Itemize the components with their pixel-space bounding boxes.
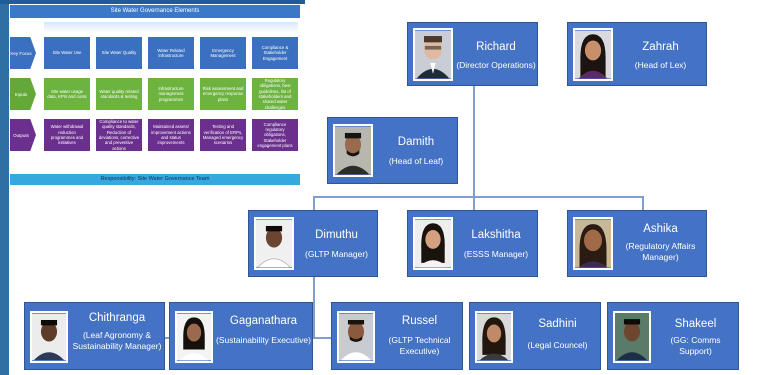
- chithranga-name: Chithranga: [88, 312, 146, 324]
- zahrah-role: (Head of Lex): [634, 60, 687, 70]
- row-label-inputs: Inputs: [10, 78, 36, 110]
- card-damith[interactable]: Damith (Head of Leaf): [327, 117, 458, 184]
- outputs-cell: Compliance to water quality standards, R…: [96, 119, 142, 151]
- connector-line: [642, 196, 644, 210]
- card-russel[interactable]: Russel (GLTP Technical Executive): [331, 302, 463, 370]
- card-gaganathara[interactable]: Gaganathara (Sustainability Executive): [169, 302, 313, 370]
- ashika-photo: [573, 217, 613, 270]
- richard-role: (Director Operations): [456, 60, 536, 70]
- damith-role: (Head of Leaf): [388, 156, 444, 166]
- sadhini-role: (Legal Councel): [527, 340, 588, 350]
- governance-title: Site Water Governance Elements: [10, 5, 300, 18]
- russel-name: Russel: [401, 315, 438, 327]
- card-ashika[interactable]: Ashika (Regulatory Affairs Manager): [567, 210, 707, 277]
- key-focus-cell: Compliance & Stakeholder Engagement: [252, 37, 298, 69]
- shakeel-name: Shakeel: [674, 318, 717, 330]
- dimuthu-photo: [254, 217, 294, 270]
- sadhini-photo: [475, 311, 513, 363]
- lakshitha-name: Lakshitha: [471, 229, 521, 241]
- inputs-cell: Risk assessment and emergency response p…: [200, 78, 246, 110]
- outputs-cell: Water withdrawal reduction programmes an…: [44, 119, 90, 151]
- top-accent-bar: [0, 0, 305, 4]
- shakeel-photo: [613, 311, 651, 363]
- key-focus-cell: Emergency Management: [200, 37, 246, 69]
- outputs-cell: Maintained assets/ improvement actions a…: [148, 119, 194, 151]
- card-dimuthu[interactable]: Dimuthu (GLTP Manager): [248, 210, 378, 277]
- inputs-cell: Regulatory obligations, best guidelines,…: [252, 78, 298, 110]
- chithranga-role: (Leaf Agronomy & Sustainability Manager): [72, 330, 162, 351]
- governance-footer: Responsibility: Site Water Governance Te…: [10, 174, 300, 185]
- governance-diagram: Site Water Governance Elements Key Focus…: [10, 5, 300, 185]
- damith-name: Damith: [397, 136, 435, 148]
- dimuthu-name: Dimuthu: [315, 229, 358, 241]
- dimuthu-role: (GLTP Manager): [305, 249, 368, 259]
- gaganathara-photo: [175, 311, 213, 363]
- russel-photo: [337, 311, 375, 363]
- connector-line: [313, 196, 644, 198]
- connector-line: [165, 337, 169, 339]
- ashika-name: Ashika: [643, 223, 678, 235]
- gaganathara-role: (Sustainability Executive): [216, 335, 311, 345]
- connector-line: [313, 196, 315, 210]
- richard-name: Richard: [476, 41, 516, 53]
- inputs-cell: Site water usage data, KPIs and costs: [44, 78, 90, 110]
- row-label-outputs: Outputs: [10, 119, 36, 151]
- connector-line: [313, 277, 315, 337]
- inputs-cell: Infrastructure management programmes: [148, 78, 194, 110]
- card-shakeel[interactable]: Shakeel (GG: Comms Support): [607, 302, 739, 370]
- chithranga-photo: [30, 311, 68, 363]
- row-label-key-focus: Key Focus: [10, 37, 36, 69]
- zahrah-photo: [573, 28, 613, 81]
- governance-header-band: [44, 22, 298, 33]
- card-zahrah[interactable]: Zahrah (Head of Lex): [567, 22, 707, 86]
- zahrah-name: Zahrah: [642, 41, 679, 53]
- card-chithranga[interactable]: Chithranga (Leaf Agronomy & Sustainabili…: [24, 302, 165, 370]
- richard-photo: [413, 28, 453, 81]
- card-richard[interactable]: Richard (Director Operations): [407, 22, 538, 86]
- connector-line: [473, 184, 475, 210]
- key-focus-cell: Water Related Infrastructure: [148, 37, 194, 69]
- sadhini-name: Sadhini: [538, 318, 577, 330]
- outputs-cell: Compliance regulatory obligations, Stake…: [252, 119, 298, 151]
- shakeel-role: (GG: Comms Support): [670, 335, 721, 356]
- key-focus-cell: Site Water Quality: [96, 37, 142, 69]
- gaganathara-name: Gaganathara: [229, 315, 298, 327]
- connector-line: [473, 86, 475, 184]
- lakshitha-photo: [413, 217, 453, 270]
- card-lakshitha[interactable]: Lakshitha (ESSS Manager): [407, 210, 538, 277]
- russel-role: (GLTP Technical Executive): [388, 335, 451, 356]
- outputs-cell: Testing and verification of ERPs, Manage…: [200, 119, 246, 151]
- connector-line: [311, 337, 331, 339]
- lakshitha-role: (ESSS Manager): [463, 249, 529, 259]
- ashika-role: (Regulatory Affairs Manager): [625, 241, 696, 262]
- slide-edge: [0, 0, 9, 375]
- card-sadhini[interactable]: Sadhini (Legal Councel): [469, 302, 601, 370]
- damith-photo: [333, 124, 373, 177]
- inputs-cell: Water quality related standards & testin…: [96, 78, 142, 110]
- key-focus-cell: Site Water Use: [44, 37, 90, 69]
